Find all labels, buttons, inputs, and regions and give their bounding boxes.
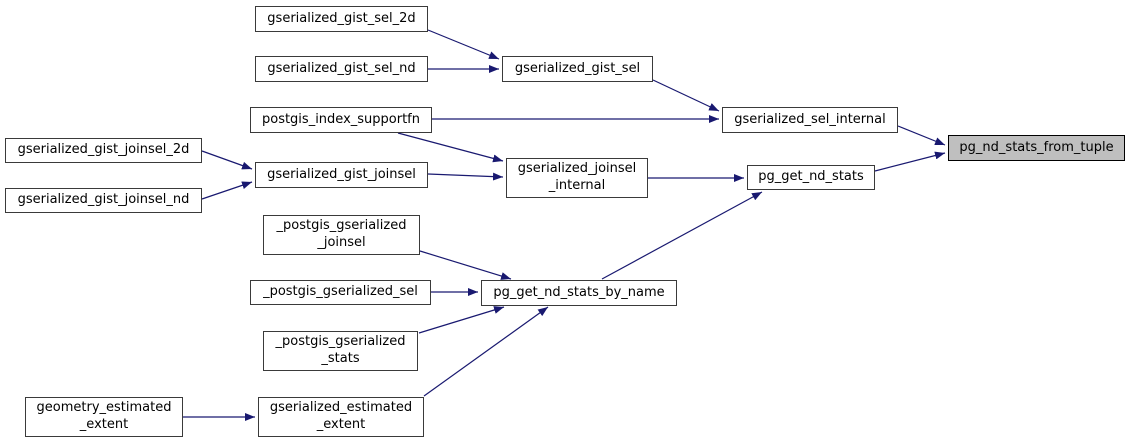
edge-gist-joinsel-to-joinsel-internal [427,172,504,181]
edge-gist-joinsel-nd-to-gist-joinsel [201,181,253,200]
node-postgis-index-supportfn[interactable]: postgis_index_supportfn [250,107,432,133]
node-gserialized-gist-joinsel-nd[interactable]: gserialized_gist_joinsel_nd [5,188,202,213]
node-postgis-gserialized-joinsel[interactable]: _postgis_gserialized _joinsel [263,215,420,255]
edge-pg-stats-to-by-name [418,306,505,334]
edge-sel-internal-to-from-tuple [897,125,946,146]
node-gserialized-gist-sel-nd[interactable]: gserialized_gist_sel_nd [255,56,428,82]
edge-pg-joinsel-to-by-name [419,250,512,280]
node-gserialized-estimated-extent[interactable]: gserialized_estimated _extent [258,397,424,437]
edge-gist-sel-2d-to-gist-sel [427,29,500,60]
node-gserialized-gist-joinsel-2d[interactable]: gserialized_gist_joinsel_2d [5,138,202,163]
edge-by-name-to-pg-get-nd-stats [601,191,763,280]
node-pg-nd-stats-from-tuple: pg_nd_stats_from_tuple [948,135,1125,161]
node-geometry-estimated-extent[interactable]: geometry_estimated _extent [25,397,183,437]
node-pg-get-nd-stats[interactable]: pg_get_nd_stats [747,165,875,190]
edge-index-supportfn-to-joinsel-internal [397,132,504,163]
node-pg-get-nd-stats-by-name[interactable]: pg_get_nd_stats_by_name [481,280,677,306]
node-gserialized-gist-sel[interactable]: gserialized_gist_sel [502,56,653,82]
edge-gist-sel-to-sel-internal [652,79,720,112]
edge-pg-get-nd-stats-to-from-tuple [874,151,946,172]
node-gserialized-gist-sel-2d[interactable]: gserialized_gist_sel_2d [255,6,428,32]
node-gserialized-joinsel-internal[interactable]: gserialized_joinsel _internal [506,158,648,198]
node-gserialized-sel-internal[interactable]: gserialized_sel_internal [722,107,898,133]
edge-gist-joinsel-2d-to-gist-joinsel [201,150,253,170]
node-postgis-gserialized-stats[interactable]: _postgis_gserialized _stats [263,331,418,371]
node-postgis-gserialized-sel[interactable]: _postgis_gserialized_sel [250,280,431,305]
node-gserialized-gist-joinsel[interactable]: gserialized_gist_joinsel [255,162,428,188]
edge-estimated-extent-to-by-name [423,306,549,397]
